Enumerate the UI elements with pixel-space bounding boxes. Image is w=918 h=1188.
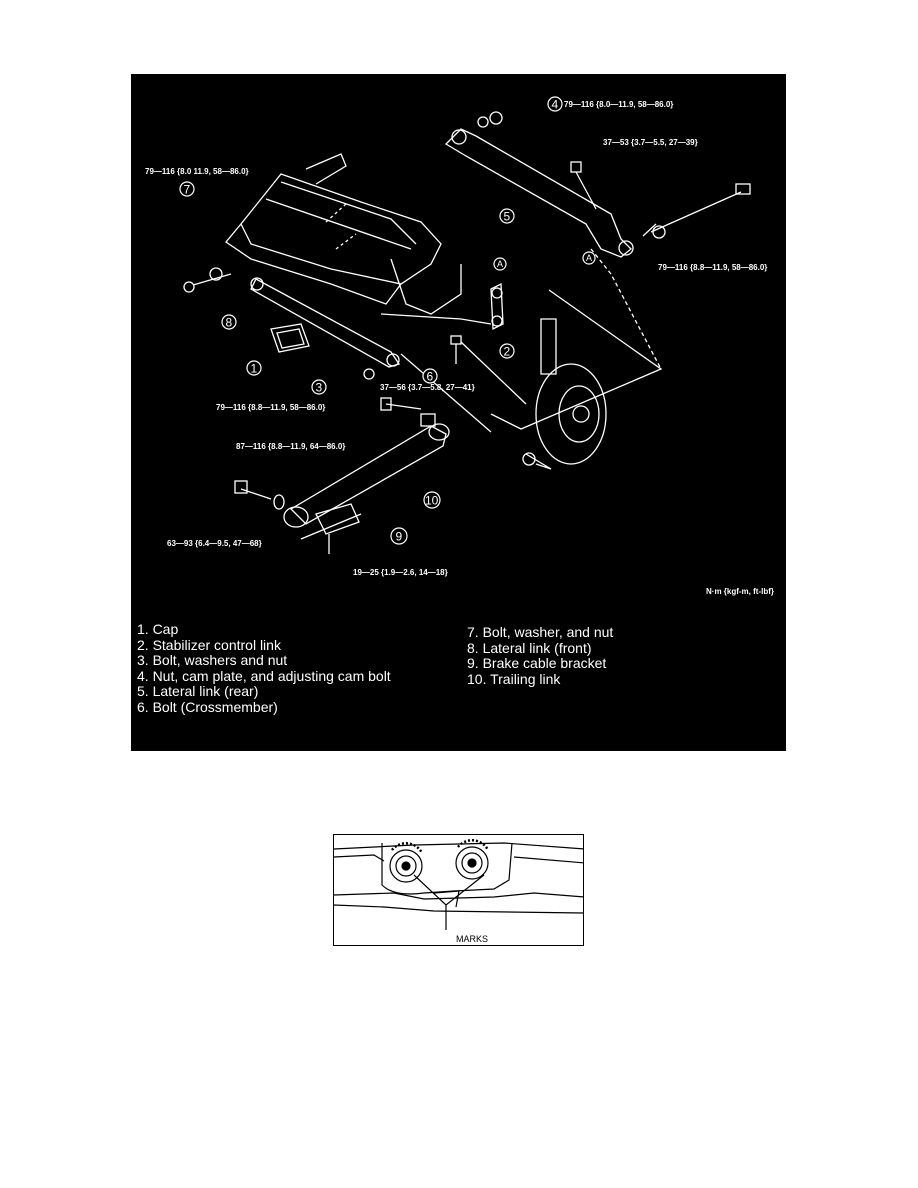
callout-3: 3 [316, 381, 323, 395]
rear-suspension-exploded-diagram: 1 2 3 4 5 6 7 8 9 10 A A 79—116 {8.0—11.… [131, 74, 786, 751]
cap [270, 323, 310, 353]
callout-5: 5 [504, 210, 511, 224]
marks-drawing [334, 839, 583, 930]
legend-item: 9. Brake cable bracket [467, 655, 607, 672]
torque-trailing-front: 63—93 {6.4—9.5, 47—68} [167, 539, 262, 548]
units-note: N·m {kgf-m, ft-lbf} [706, 587, 774, 596]
torque-upper-nut: 37—53 {3.7—5.5, 27—39} [603, 138, 698, 147]
marker-a-right: A [586, 253, 592, 263]
legend-item: 10. Trailing link [467, 670, 561, 687]
torque-item-9: 19—25 {1.9—2.6, 14—18} [353, 568, 448, 577]
stabilizer-control-link [490, 282, 504, 331]
legend-item: 5. Lateral link (rear) [137, 683, 259, 700]
brake-cable-bracket [315, 503, 360, 535]
brake-disc [535, 363, 607, 465]
crossmember [240, 173, 442, 285]
knuckle [540, 318, 557, 375]
legend-left: 1. Cap 2. Stabilizer control link 3. Bol… [137, 621, 391, 716]
torque-trailing-rear: 87—116 {8.8—11.9, 64—86.0} [236, 442, 345, 451]
callout-6: 6 [427, 370, 434, 384]
callout-9: 9 [396, 530, 403, 544]
suspension-drawing: 1 2 3 4 5 6 7 8 9 10 A A 79—116 {8.0—11.… [145, 96, 767, 577]
legend-right: 7. Bolt, washer, and nut 8. Lateral link… [467, 624, 614, 687]
trailing-link [289, 425, 447, 525]
callout-8: 8 [226, 316, 233, 330]
legend-item: 8. Lateral link (front) [467, 639, 592, 656]
torque-item-6: 37—56 {3.7—5.8, 27—41} [380, 383, 475, 392]
callout-2: 2 [504, 345, 511, 359]
callout-1: 1 [251, 362, 258, 376]
callout-4: 4 [552, 98, 559, 112]
marks-label: MARKS [456, 934, 489, 944]
cam-bolt-left [389, 849, 423, 883]
cam-bolt-right [455, 846, 489, 880]
marker-a-top: A [497, 259, 503, 269]
legend-item: 2. Stabilizer control link [137, 636, 281, 653]
legend-item: 3. Bolt, washers and nut [137, 652, 288, 669]
legend-item: 6. Bolt (Crossmember) [137, 698, 278, 715]
torque-item-3: 79—116 {8.8—11.9, 58—86.0} [216, 403, 325, 412]
torque-rear-bolt: 79—116 {8.8—11.9, 58—86.0} [658, 263, 767, 272]
legend-item: 1. Cap [137, 621, 179, 637]
torque-item-7: 79—116 {8.0 11.9, 58—86.0} [145, 167, 249, 176]
callout-7: 7 [184, 183, 191, 197]
alignment-marks-figure: MARKS [333, 834, 584, 946]
lateral-link-front [250, 278, 401, 368]
legend-item: 4. Nut, cam plate, and adjusting cam bol… [137, 667, 391, 684]
torque-item-4: 79—116 {8.0—11.9, 58—86.0} [564, 100, 673, 109]
callout-10: 10 [425, 494, 439, 508]
lateral-link-rear [444, 128, 632, 258]
legend-item: 7. Bolt, washer, and nut [467, 624, 614, 640]
